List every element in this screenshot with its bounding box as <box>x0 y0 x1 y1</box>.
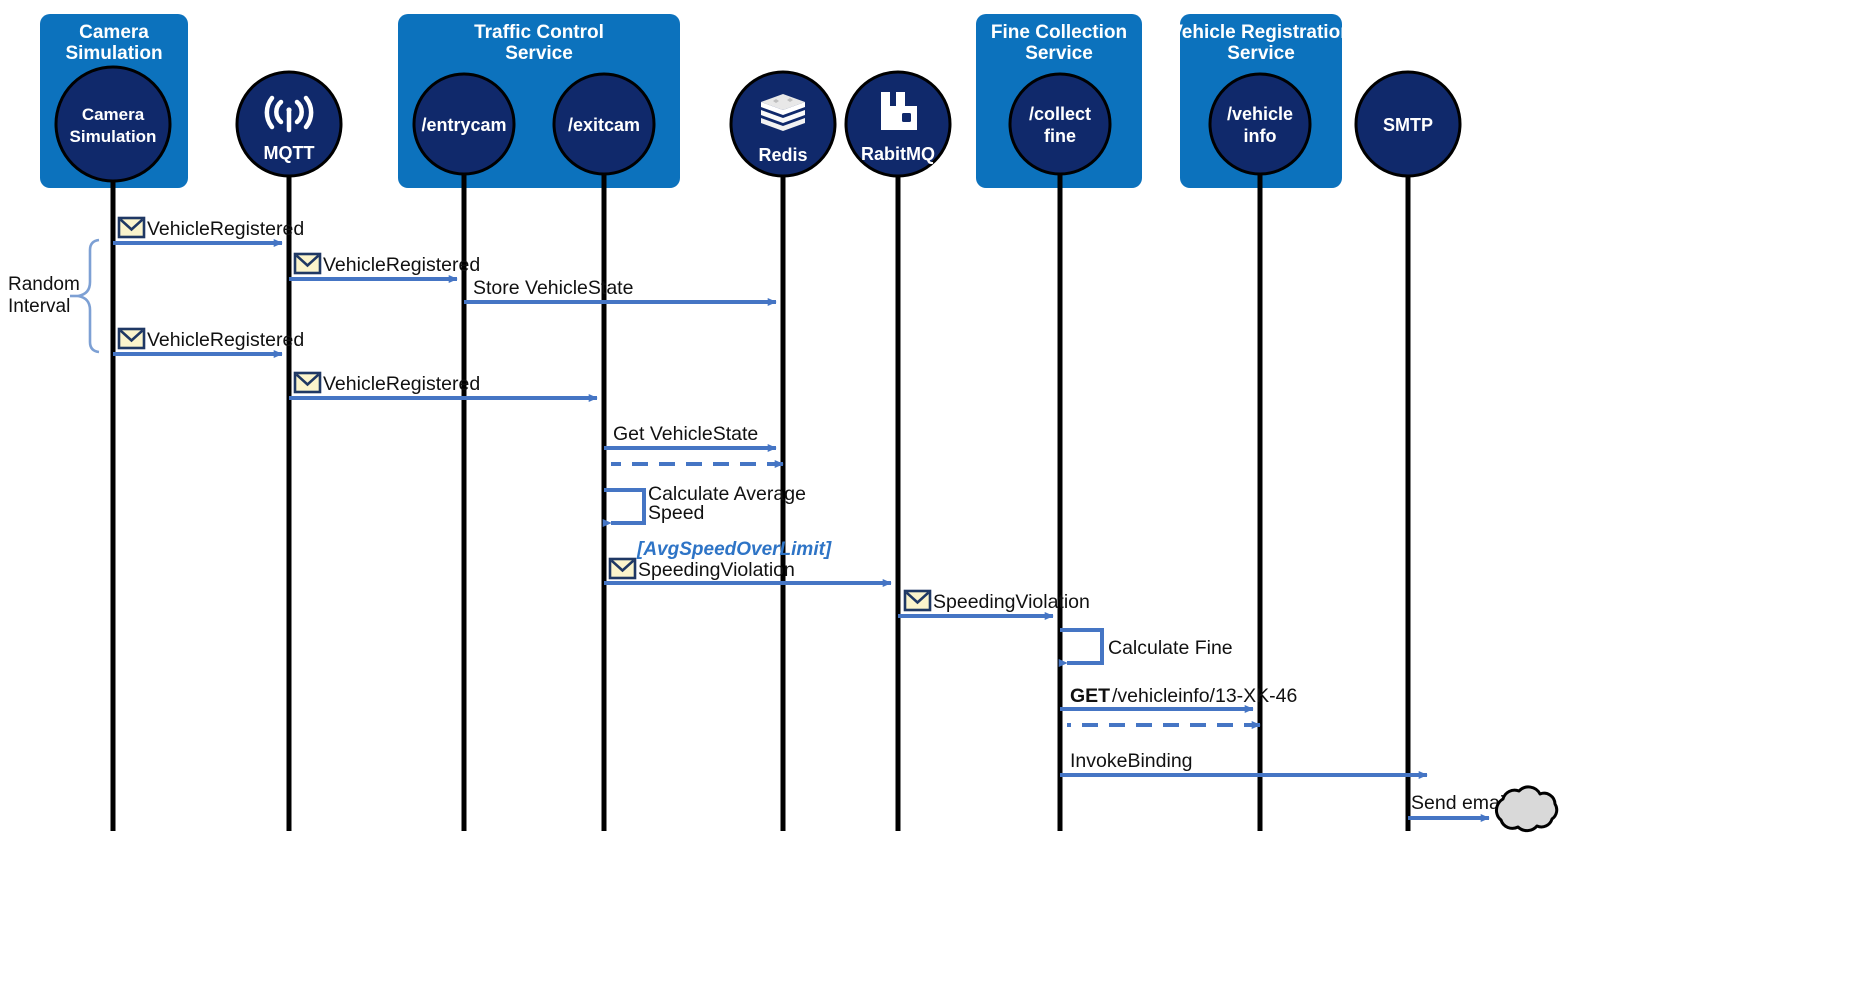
participant-exitcam[interactable]: /exitcam <box>552 72 656 176</box>
message-vehicleregistered-4: VehicleRegistered <box>289 371 598 402</box>
message-label: Send email <box>1411 792 1509 814</box>
guard-condition-label: [AvgSpeedOverLimit] <box>636 539 832 560</box>
message-vehicleregistered-2: VehicleRegistered <box>289 252 480 283</box>
participant-mqtt[interactable]: MQTT <box>235 70 343 178</box>
participant-rabitmq[interactable]: RabitMQ <box>844 70 952 178</box>
brace-label-line2: Interval <box>8 296 70 317</box>
message-label: Get VehicleState <box>613 423 758 445</box>
message-send-email: Send email <box>1408 792 1509 822</box>
service-title-line2: Service <box>1227 43 1295 64</box>
envelope-icon <box>293 371 322 394</box>
email-cloud-icon <box>1494 785 1559 833</box>
message-label: VehicleRegistered <box>147 218 304 240</box>
participant-redis[interactable]: Redis <box>729 70 837 178</box>
message-invokebinding: InvokeBinding <box>1060 750 1428 779</box>
service-title-line1: Vehicle Registration <box>1170 22 1352 43</box>
participant-label-line1: /exitcam <box>568 115 640 135</box>
message-speedingviolation-1: [AvgSpeedOverLimit] SpeedingViolation <box>604 539 892 587</box>
participant-label-line1: /collect <box>1029 104 1091 124</box>
participant-label-line2: fine <box>1044 126 1076 146</box>
participant-label-line1: Redis <box>758 145 807 165</box>
message-label: SpeedingViolation <box>638 559 795 581</box>
brace-label-line1: Random <box>8 274 80 295</box>
rabbitmq-icon <box>881 92 917 130</box>
envelope-icon <box>903 589 932 612</box>
participant-label-line1: MQTT <box>264 143 315 163</box>
message-label: VehicleRegistered <box>147 329 304 351</box>
envelope-icon <box>293 252 322 275</box>
participant-label-line2: Simulation <box>70 127 157 146</box>
envelope-icon <box>117 327 146 350</box>
message-vehicleregistered-3: VehicleRegistered <box>113 327 304 358</box>
service-title-line1: Traffic Control <box>474 22 604 43</box>
message-store-vehiclestate: Store VehicleState <box>464 277 777 306</box>
participant-label-line1: SMTP <box>1383 115 1433 135</box>
participant-label-line1: Camera <box>82 105 145 124</box>
service-title-line1: Camera <box>79 22 149 43</box>
message-label: Store VehicleState <box>473 277 633 299</box>
message-label: VehicleRegistered <box>323 373 480 395</box>
redis-circle <box>729 70 837 178</box>
message-label-line2: Speed <box>648 502 704 524</box>
message-label: VehicleRegistered <box>323 254 480 276</box>
message-get-vehiclestate: Get VehicleState <box>604 423 777 452</box>
participant-label-line1: /entrycam <box>421 115 506 135</box>
self-call-path <box>1058 628 1104 667</box>
message-label: InvokeBinding <box>1070 750 1193 772</box>
redis-icon <box>761 94 805 131</box>
participant-label-line2: info <box>1244 126 1277 146</box>
message-calculate-average-speed: Calculate Average Speed <box>602 483 806 527</box>
participant-label-line1: RabitMQ <box>861 144 935 164</box>
random-interval-brace: Random Interval <box>8 238 100 354</box>
participant-smtp[interactable]: SMTP <box>1354 70 1462 178</box>
participant-entrycam[interactable]: /entrycam <box>412 72 516 176</box>
message-vehicleregistered-1: VehicleRegistered <box>113 216 304 247</box>
message-get-vehicleinfo: GET /vehicleinfo/13-XK-46 <box>1060 685 1297 713</box>
message-label-path: /vehicleinfo/13-XK-46 <box>1112 685 1297 707</box>
message-speedingviolation-2: SpeedingViolation <box>898 589 1090 620</box>
participant-camera-simulation[interactable]: Camera Simulation <box>54 65 172 183</box>
message-calculate-fine: Calculate Fine <box>1058 628 1233 667</box>
message-label-line1: Calculate Average <box>648 483 806 505</box>
participant-label-line1: /vehicle <box>1227 104 1293 124</box>
lifelines <box>110 124 1411 831</box>
message-label: SpeedingViolation <box>933 591 1090 613</box>
service-title-line2: Service <box>1025 43 1093 64</box>
service-title-line2: Simulation <box>65 43 162 64</box>
envelope-icon <box>117 216 146 239</box>
message-label-method: GET <box>1070 685 1110 707</box>
participant-collectfine[interactable]: /collect fine <box>1008 72 1112 176</box>
envelope-icon <box>608 557 637 580</box>
service-title-line1: Fine Collection <box>991 22 1127 43</box>
service-title-line2: Service <box>505 43 573 64</box>
participant-vehicleinfo[interactable]: /vehicle info <box>1208 72 1312 176</box>
self-call-path <box>602 488 646 527</box>
message-label: Calculate Fine <box>1108 637 1233 659</box>
